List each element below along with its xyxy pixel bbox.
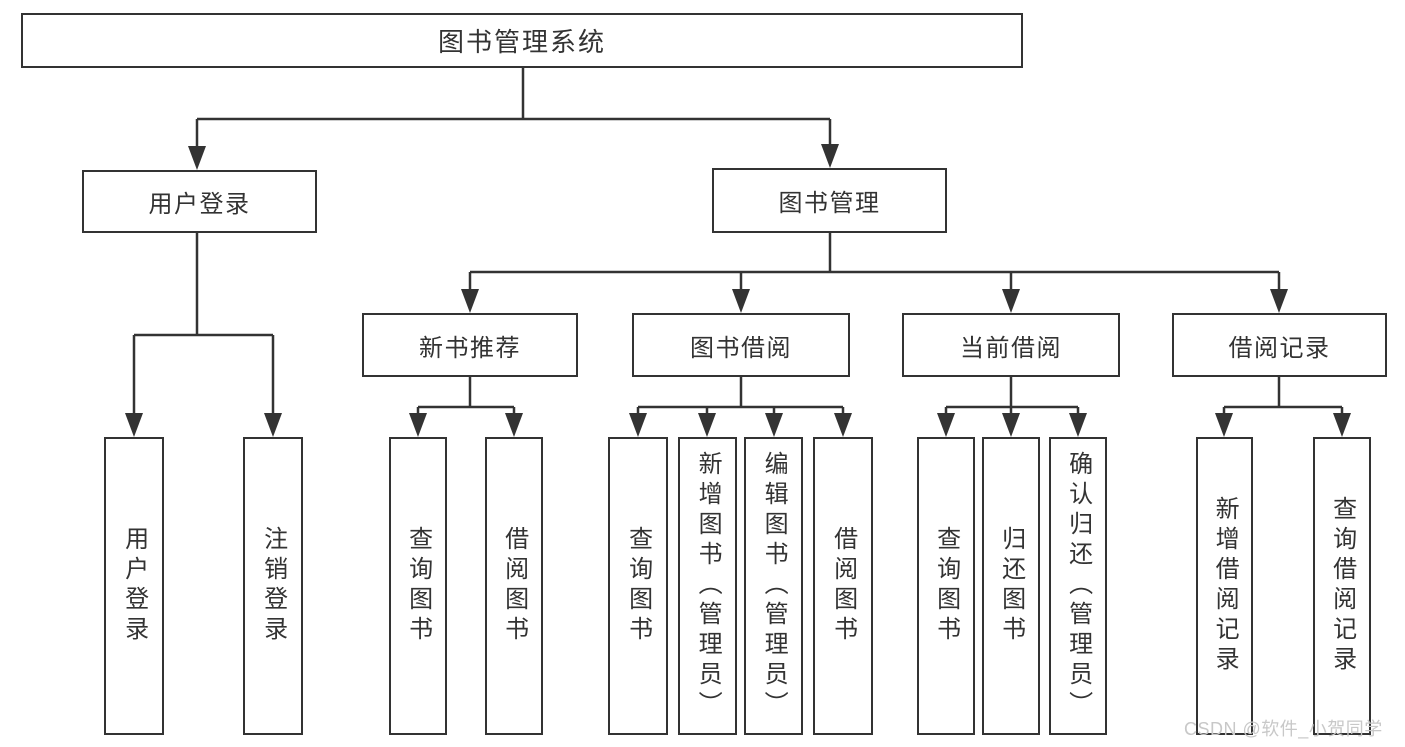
node-borrow-records: 借阅记录 [1172, 313, 1387, 377]
leaf-borrow-books-1: 借阅图书 [485, 437, 543, 735]
leaf-user-login-label: 用户登录 [120, 526, 148, 646]
node-root-system: 图书管理系统 [21, 13, 1023, 68]
leaf-query-borrow-record-label: 查询借阅记录 [1328, 496, 1356, 676]
node-user-login: 用户登录 [82, 170, 317, 233]
leaf-borrow-books-1-label: 借阅图书 [500, 526, 528, 646]
node-book-management-label: 图书管理 [778, 190, 881, 217]
leaf-query-books-3-label: 查询图书 [932, 526, 960, 646]
leaf-query-books-1-label: 查询图书 [404, 526, 432, 646]
leaf-logout: 注销登录 [243, 437, 303, 735]
leaf-borrow-books-2: 借阅图书 [813, 437, 873, 735]
node-book-borrow: 图书借阅 [632, 313, 850, 377]
node-book-management: 图书管理 [712, 168, 947, 233]
node-book-borrow-label: 图书借阅 [690, 334, 792, 362]
arrowheads [125, 144, 1351, 437]
leaf-query-borrow-record: 查询借阅记录 [1313, 437, 1371, 735]
leaf-query-books-2-label: 查询图书 [624, 526, 652, 646]
csdn-watermark: CSDN @软件_小贺同学 [1184, 719, 1383, 739]
leaf-user-login: 用户登录 [104, 437, 164, 735]
leaf-query-books-3: 查询图书 [917, 437, 975, 735]
leaf-add-books-admin: 新增图书（管理员） [678, 437, 737, 735]
node-current-borrow-label: 当前借阅 [960, 334, 1062, 362]
leaf-add-borrow-record-label: 新增借阅记录 [1211, 496, 1239, 676]
leaf-confirm-return-admin-label: 确认归还（管理员） [1064, 451, 1092, 721]
node-user-login-label: 用户登录 [148, 191, 251, 218]
leaf-query-books-1: 查询图书 [389, 437, 447, 735]
leaf-edit-books-admin-label: 编辑图书（管理员） [760, 451, 788, 721]
node-new-book-recommend: 新书推荐 [362, 313, 578, 377]
leaf-confirm-return-admin: 确认归还（管理员） [1049, 437, 1107, 735]
node-borrow-records-label: 借阅记录 [1228, 334, 1331, 362]
leaf-return-books: 归还图书 [982, 437, 1040, 735]
leaf-query-books-2: 查询图书 [608, 437, 668, 735]
node-root-system-label: 图书管理系统 [437, 27, 606, 57]
leaf-return-books-label: 归还图书 [997, 526, 1025, 646]
leaf-logout-label: 注销登录 [259, 526, 287, 646]
leaf-add-borrow-record: 新增借阅记录 [1196, 437, 1253, 735]
node-current-borrow: 当前借阅 [902, 313, 1120, 377]
node-new-book-recommend-label: 新书推荐 [419, 334, 521, 362]
leaf-add-books-admin-label: 新增图书（管理员） [694, 451, 722, 721]
leaf-edit-books-admin: 编辑图书（管理员） [744, 437, 803, 735]
leaf-borrow-books-2-label: 借阅图书 [829, 526, 857, 646]
